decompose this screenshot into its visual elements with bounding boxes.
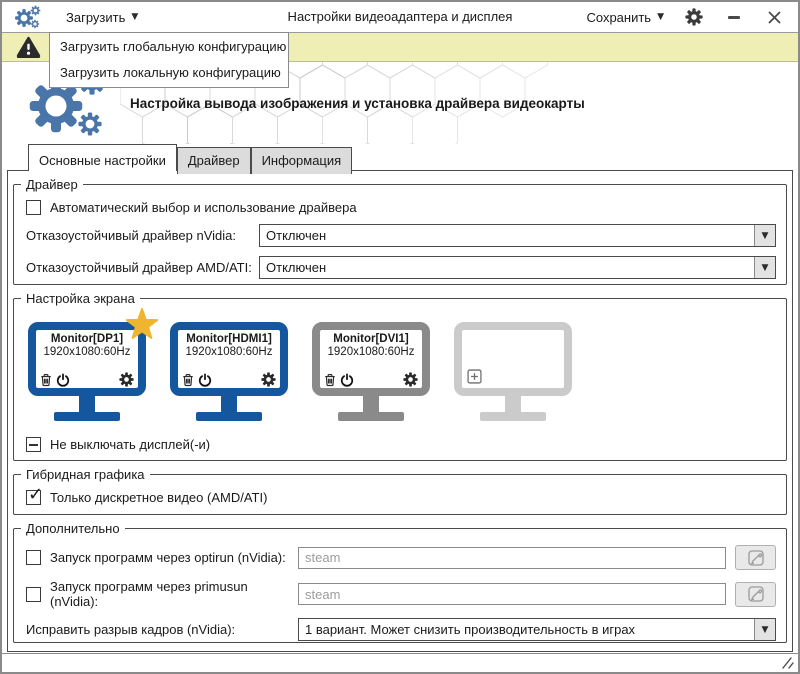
group-screen-title: Настройка экрана [26, 291, 135, 306]
amd-failsafe-row: Отказоустойчивый драйвер AMD/ATI: Отключ… [26, 256, 776, 279]
optirun-row: Запуск программ через optirun (nVidia): [26, 545, 776, 570]
window-title: Настройки видеоадаптера и дисплея [287, 9, 513, 24]
amd-failsafe-label: Отказоустойчивый драйвер AMD/ATI: [26, 260, 252, 275]
primusun-row: Запуск программ через primusun (nVidia): [26, 579, 776, 609]
status-bar [2, 653, 798, 672]
tearing-fix-combobox[interactable]: 1 вариант. Может снизить производительно… [298, 618, 776, 641]
add-monitor-icon[interactable] [467, 369, 482, 384]
amd-failsafe-value: Отключен [266, 260, 327, 275]
auto-driver-label: Автоматический выбор и использование дра… [50, 200, 357, 215]
combo-arrow-button[interactable]: ▼ [754, 257, 775, 278]
monitor-resolution: 1920x1080:60Hz [43, 346, 131, 358]
settings-button[interactable] [684, 7, 704, 27]
group-driver-title: Драйвер [26, 177, 78, 192]
auto-driver-checkbox[interactable] [26, 200, 41, 215]
gear-icon [685, 8, 703, 26]
monitor-name: Monitor[DP1] [50, 333, 124, 345]
primusun-edit-button[interactable] [735, 581, 776, 607]
keep-display-on-checkbox[interactable] [26, 437, 41, 452]
save-menu-button[interactable]: Сохранить ▼ [586, 10, 664, 25]
chevron-down-icon: ▼ [761, 262, 769, 273]
chevron-down-icon: ▼ [657, 12, 664, 22]
power-icon[interactable] [198, 372, 212, 387]
trash-icon[interactable] [182, 373, 194, 387]
monitor-name: Monitor[HDMI1] [186, 333, 272, 345]
monitor-row: Monitor[DP1] 1920x1080:60Hz Monitor[HD [28, 308, 786, 424]
discrete-only-label: Только дискретное видео (AMD/ATI) [50, 490, 268, 505]
monitor-card-add-slot[interactable] [454, 322, 572, 424]
primary-star-icon [125, 308, 159, 339]
nvidia-failsafe-combobox[interactable]: Отключен ▼ [259, 224, 776, 247]
app-logo-gears-icon [15, 5, 41, 29]
monitor-resolution: 1920x1080:60Hz [185, 346, 273, 358]
group-driver: Драйвер Автоматический выбор и использов… [13, 177, 787, 285]
nvidia-failsafe-label: Отказоустойчивый драйвер nVidia: [26, 228, 236, 243]
keep-display-on-row: Не выключать дисплей(-и) [26, 437, 786, 452]
warning-icon [16, 36, 41, 58]
gear-icon[interactable] [261, 372, 276, 387]
primusun-checkbox[interactable] [26, 586, 41, 602]
tab-driver[interactable]: Драйвер [176, 147, 251, 174]
minimize-button[interactable] [724, 7, 744, 27]
load-menu-button[interactable]: Загрузить ▼ [66, 10, 138, 25]
group-extra-title: Дополнительно [26, 521, 120, 536]
tearing-fix-value: 1 вариант. Может снизить производительно… [305, 622, 636, 637]
chevron-down-icon: ▼ [761, 230, 769, 241]
power-icon[interactable] [56, 372, 70, 387]
trash-icon[interactable] [324, 373, 336, 387]
amd-failsafe-combobox[interactable]: Отключен ▼ [259, 256, 776, 279]
monitor-card-dvi1[interactable]: Monitor[DVI1] 1920x1080:60Hz [312, 322, 430, 424]
auto-driver-row: Автоматический выбор и использование дра… [26, 200, 786, 215]
primusun-label: Запуск программ через primusun (nVidia): [50, 579, 248, 609]
group-hybrid-graphics: Гибридная графика Только дискретное виде… [13, 467, 787, 515]
title-bar: Загрузить ▼ Настройки видеоадаптера и ди… [2, 2, 798, 32]
monitor-name: Monitor[DVI1] [333, 333, 409, 345]
resize-grip[interactable] [781, 656, 795, 670]
optirun-edit-button[interactable] [735, 545, 776, 570]
hero-title: Настройка вывода изображения и установка… [130, 95, 585, 111]
tab-bar: Основные настройки Драйвер Информация [28, 144, 798, 174]
menu-item-load-local-config[interactable]: Загрузить локальную конфигурацию [60, 65, 281, 80]
power-icon[interactable] [340, 372, 354, 387]
optirun-label: Запуск программ через optirun (nVidia): [50, 550, 286, 565]
nvidia-failsafe-value: Отключен [266, 228, 327, 243]
menu-item-load-global-config[interactable]: Загрузить глобальную конфигурацию [60, 39, 287, 54]
gear-icon[interactable] [403, 372, 418, 387]
load-menu-label: Загрузить [66, 9, 126, 25]
monitor-resolution: 1920x1080:60Hz [327, 346, 415, 358]
pencil-edit-icon [747, 549, 764, 566]
group-hybrid-title: Гибридная графика [26, 467, 145, 482]
minimize-icon [728, 15, 740, 19]
close-icon [768, 11, 780, 23]
optirun-command-input[interactable] [298, 546, 726, 569]
combo-arrow-button[interactable]: ▼ [754, 225, 775, 246]
tearing-fix-label: Исправить разрыв кадров (nVidia): [26, 622, 236, 637]
tab-information[interactable]: Информация [250, 147, 353, 174]
pencil-edit-icon [747, 586, 764, 602]
monitor-card-dp1[interactable]: Monitor[DP1] 1920x1080:60Hz [28, 308, 159, 424]
optirun-checkbox[interactable] [26, 550, 41, 565]
monitor-card-hdmi1[interactable]: Monitor[HDMI1] 1920x1080:60Hz [170, 322, 288, 424]
discrete-only-row: Только дискретное видео (AMD/ATI) [26, 484, 786, 505]
save-menu-label: Сохранить [586, 9, 652, 25]
chevron-down-icon: ▼ [131, 12, 139, 22]
trash-icon[interactable] [40, 373, 52, 387]
load-dropdown-menu: Загрузить глобальную конфигурацию Загруз… [49, 32, 289, 88]
tearing-fix-row: Исправить разрыв кадров (nVidia): 1 вари… [26, 618, 776, 641]
nvidia-failsafe-row: Отказоустойчивый драйвер nVidia: Отключе… [26, 224, 776, 247]
combo-arrow-button[interactable]: ▼ [754, 619, 775, 640]
gear-icon[interactable] [119, 372, 134, 387]
discrete-only-checkbox[interactable] [26, 484, 43, 505]
keep-display-on-label: Не выключать дисплей(-и) [50, 437, 211, 452]
group-screen-setup: Настройка экрана Monitor[DP1] 1920x1080:… [13, 291, 787, 461]
primusun-command-input[interactable] [298, 583, 726, 605]
group-extra: Дополнительно Запуск программ через opti… [13, 521, 787, 643]
hero-header: Настройка вывода изображения и установка… [2, 62, 798, 144]
tab-content-panel: Драйвер Автоматический выбор и использов… [7, 170, 793, 652]
chevron-down-icon: ▼ [761, 624, 769, 635]
close-button[interactable] [764, 7, 784, 27]
tab-main-settings[interactable]: Основные настройки [28, 144, 177, 171]
